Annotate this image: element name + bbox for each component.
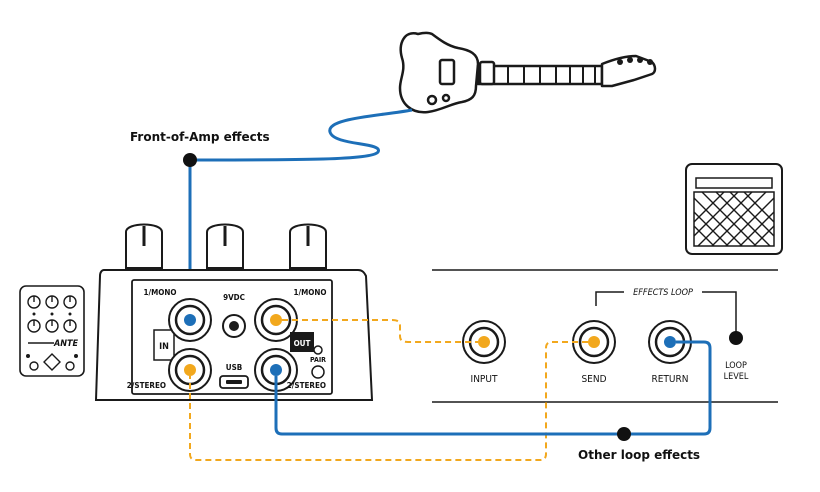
amp-icon	[685, 163, 783, 255]
pair-button[interactable]	[313, 345, 323, 355]
in-label: IN	[159, 342, 169, 352]
pedal-output-stereo-jack[interactable]	[254, 348, 298, 392]
guitar-frets	[507, 66, 596, 84]
guitar-icon	[398, 31, 657, 114]
loop-level-knob[interactable]	[729, 331, 743, 345]
pedal-output-mono-jack[interactable]	[254, 298, 298, 342]
return-to-pedal-cable	[274, 340, 712, 436]
amp-send-jack[interactable]	[572, 320, 616, 364]
ante-label: ANTE	[53, 339, 79, 349]
amp-return-jack[interactable]	[648, 320, 692, 364]
loop-label: LOOP	[725, 361, 747, 371]
usb-port[interactable]	[219, 375, 249, 389]
pedal-knob-pointers	[142, 226, 310, 246]
pedal-in-stereo-label: 2/STEREO	[127, 381, 166, 390]
pair-label: PAIR	[310, 356, 326, 364]
send-to-pedal-stereo-cable	[189, 341, 588, 461]
pedal-out-to-amp-input-cable	[282, 319, 478, 343]
return-label: RETURN	[652, 374, 689, 385]
pair-led	[311, 365, 325, 379]
front-of-amp-label: Front-of-Amp effects	[130, 130, 270, 144]
front-of-amp-node	[183, 153, 197, 167]
pedal-out-stereo-label: 2/STEREO	[287, 381, 326, 390]
pedal-knobs	[125, 223, 327, 269]
out-label: OUT	[294, 339, 311, 348]
pedal-in-mono-label: 1/MONO	[143, 288, 176, 297]
in-box	[153, 329, 175, 361]
guitar-cable	[189, 108, 413, 162]
pedal-input-stereo-jack[interactable]	[168, 348, 212, 392]
effects-loop-label: EFFECTS LOOP	[633, 288, 693, 298]
ante-pedal-icon	[19, 285, 85, 377]
guitar-tuners	[617, 57, 653, 65]
other-loop-node	[617, 427, 631, 441]
power-label: 9VDC	[223, 293, 245, 302]
out-tag	[290, 332, 314, 352]
pedal-out-mono-label: 1/MONO	[293, 288, 326, 297]
pedal-input-mono-jack[interactable]	[168, 298, 212, 342]
input-label: INPUT	[471, 374, 498, 385]
send-label: SEND	[581, 374, 606, 385]
amp-input-jack[interactable]	[462, 320, 506, 364]
level-label: LEVEL	[724, 372, 749, 382]
usb-label: USB	[226, 363, 243, 372]
power-jack[interactable]	[222, 314, 246, 338]
other-loop-label: Other loop effects	[578, 448, 700, 462]
